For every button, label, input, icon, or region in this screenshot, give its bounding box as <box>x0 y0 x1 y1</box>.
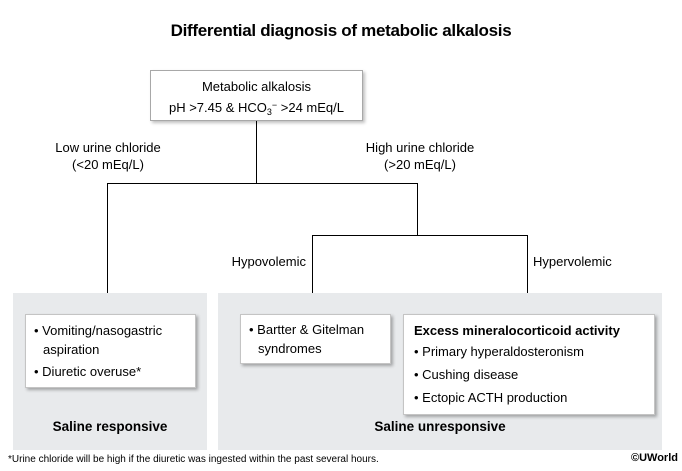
list-item: • Vomiting/nasogastric aspiration <box>34 323 163 357</box>
node-heading: Excess mineralocorticoid activity <box>414 323 620 338</box>
list-item: • Primary hyperaldosteronism <box>414 344 584 359</box>
list-item: • Bartter & Gitelman syndromes <box>249 322 365 356</box>
branch-label-hypervolemic: Hypervolemic <box>533 254 612 269</box>
subscript-3: 3 <box>266 107 272 117</box>
figure-title: Differential diagnosis of metabolic alka… <box>170 21 512 40</box>
list-item: • Ectopic ACTH production <box>414 390 568 405</box>
root-node-line1: Metabolic alkalosis <box>201 79 312 94</box>
list-item: • Diuretic overuse* <box>34 364 142 379</box>
node-bartter-gitelman: • Bartter & Gitelman syndromes <box>240 314 391 364</box>
branch-label-low-urine-chloride: Low urine chloride (<20 mEq/L) <box>55 140 161 172</box>
caption-saline-responsive: Saline responsive <box>52 419 168 434</box>
node-excess-mineralocorticoid: Excess mineralocorticoid activity • Prim… <box>403 314 655 415</box>
panel-saline-unresponsive: • Bartter & Gitelman syndromes Excess mi… <box>218 293 662 450</box>
branch-label-hypovolemic: Hypovolemic <box>231 254 306 269</box>
root-node-line2: pH >7.45 & HCO3− >24 mEq/L <box>168 100 345 117</box>
list-item: • Cushing disease <box>414 367 519 382</box>
uworld-credit: ©UWorld <box>630 452 678 464</box>
panel-saline-responsive: • Vomiting/nasogastric aspiration • Diur… <box>13 293 207 450</box>
root-node-metabolic-alkalosis: Metabolic alkalosis pH >7.45 & HCO3− >24… <box>150 70 363 121</box>
branch-label-high-urine-chloride: High urine chloride (>20 mEq/L) <box>365 140 475 172</box>
footnote: *Urine chloride will be high if the diur… <box>8 454 379 465</box>
node-saline-responsive-causes: • Vomiting/nasogastric aspiration • Diur… <box>25 314 196 388</box>
superscript-minus: − <box>271 100 278 110</box>
caption-saline-unresponsive: Saline unresponsive <box>374 419 506 434</box>
